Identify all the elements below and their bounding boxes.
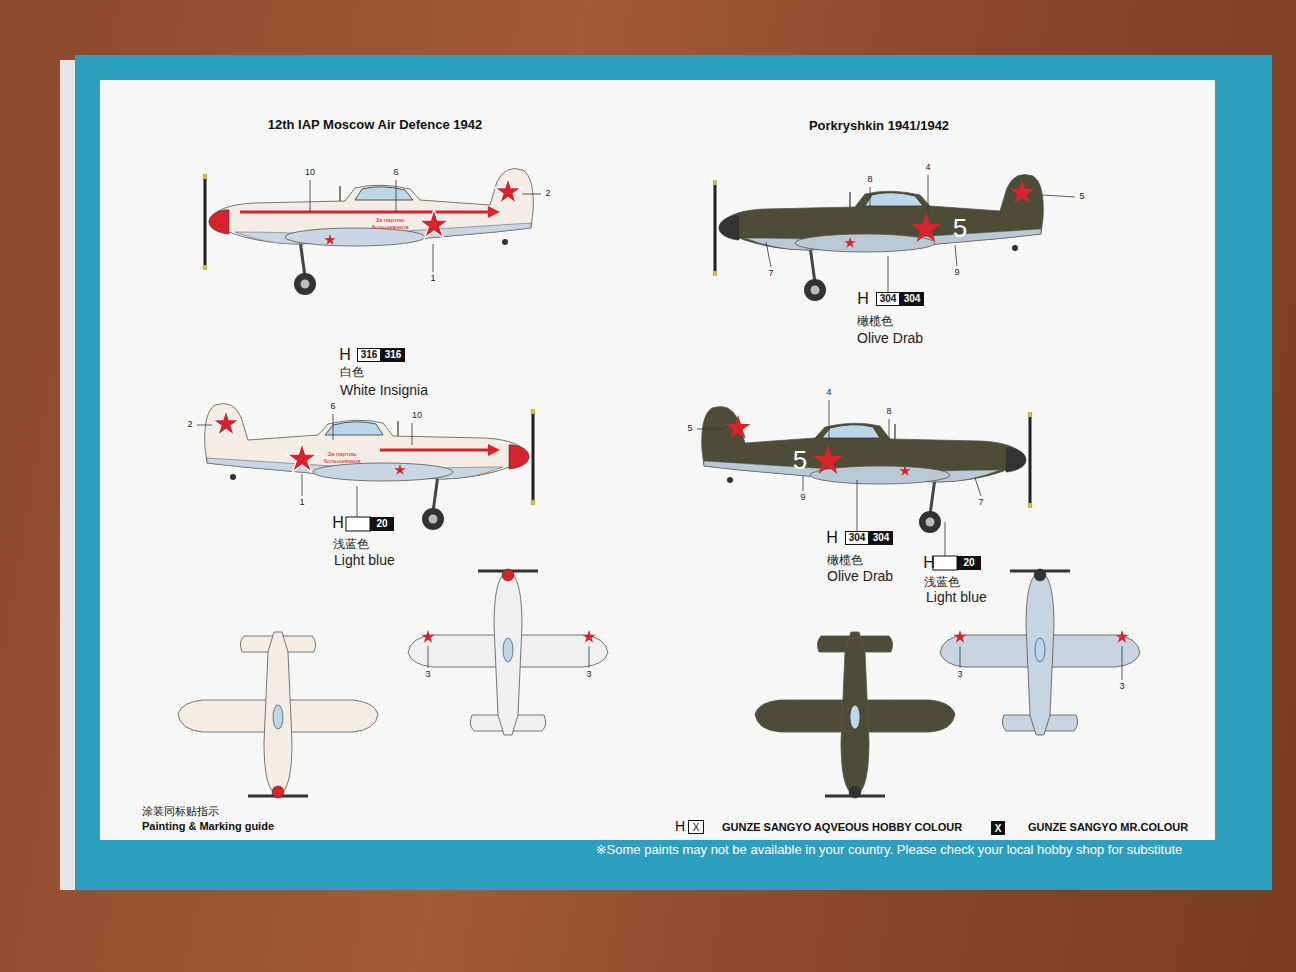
callout-number: 7 <box>768 269 773 279</box>
scheme-heading: Porkryshkin 1941/1942 <box>809 119 949 133</box>
callout-number: 8 <box>886 407 891 417</box>
callout-number: 5 <box>687 424 692 434</box>
text-label: H <box>332 514 344 532</box>
text-label: X <box>693 822 700 833</box>
callout-number: 4 <box>826 388 831 398</box>
paint-code: 20 <box>963 558 974 568</box>
text-label: 5 <box>953 214 967 243</box>
text-label: X <box>995 823 1002 834</box>
paint-code: 304 <box>873 533 890 543</box>
callout-number: 6 <box>330 402 335 412</box>
paint-code: 316 <box>361 350 378 360</box>
text-label: 橄榄色 <box>827 554 863 567</box>
scheme-heading: 12th IAP Moscow Air Defence 1942 <box>268 118 483 132</box>
paint-code: 304 <box>880 294 897 304</box>
callout-number: 10 <box>305 168 315 178</box>
callout-number: 8 <box>867 175 872 185</box>
text-label: H <box>857 290 869 308</box>
text-label: Light blue <box>926 590 987 605</box>
legend-text: GUNZE SANGYO MR.COLOUR <box>1028 821 1188 833</box>
paint-code-box: 304 <box>845 531 869 545</box>
paint-code-box: 316 <box>357 348 381 362</box>
callout-number: 2 <box>545 189 550 199</box>
paint-code-box: 304 <box>900 292 924 306</box>
footnote: ※Some paints may not be available in you… <box>596 843 1183 857</box>
text-label: Olive Drab <box>857 331 923 346</box>
text-label: 白色 <box>340 366 364 379</box>
paint-code-box: 20 <box>370 517 394 531</box>
text-label: 浅蓝色 <box>924 576 960 589</box>
paint-code: 316 <box>385 350 402 360</box>
paint-code: 304 <box>849 533 866 543</box>
text-label: White Insignia <box>340 383 428 398</box>
callout-number: 5 <box>1079 192 1084 202</box>
callout-number: 10 <box>412 411 422 421</box>
text-label: 橄榄色 <box>857 315 893 328</box>
text-label: За партию большевиков <box>320 451 364 464</box>
callout-number: 1 <box>430 274 435 284</box>
callout-number: 6 <box>393 168 398 178</box>
callout-number: 4 <box>925 163 930 173</box>
callout-number: 9 <box>800 493 805 503</box>
callout-number: 3 <box>586 670 591 680</box>
text-label: 5 <box>793 446 807 475</box>
text-label: 涂装同标贴指示 <box>142 805 219 817</box>
paint-code-box: 304 <box>876 292 900 306</box>
paint-code-box: 316 <box>381 348 405 362</box>
legend-text: GUNZE SANGYO AQVEOUS HOBBY COLOUR <box>722 821 962 833</box>
text-label: H <box>826 529 838 547</box>
text-label: Olive Drab <box>827 569 893 584</box>
text-label: Light blue <box>334 553 395 568</box>
callout-number: 9 <box>954 268 959 278</box>
callout-number: 2 <box>187 420 192 430</box>
paint-code: 304 <box>904 294 921 304</box>
callout-number: 1 <box>299 498 304 508</box>
text-label: За партию большевиков <box>368 217 412 230</box>
text-label: 浅蓝色 <box>333 538 369 551</box>
paint-code: 20 <box>376 519 387 529</box>
callout-number: 3 <box>957 670 962 680</box>
callout-number: 3 <box>1119 682 1124 692</box>
callout-number: 3 <box>425 670 430 680</box>
text-label: H <box>675 819 685 834</box>
text-label: H <box>339 346 351 364</box>
text-label: Painting & Marking guide <box>142 820 274 832</box>
text-label: H <box>923 554 935 572</box>
paint-code-box: 20 <box>957 556 981 570</box>
callout-number: 7 <box>978 498 983 508</box>
paint-code-box: 304 <box>869 531 893 545</box>
